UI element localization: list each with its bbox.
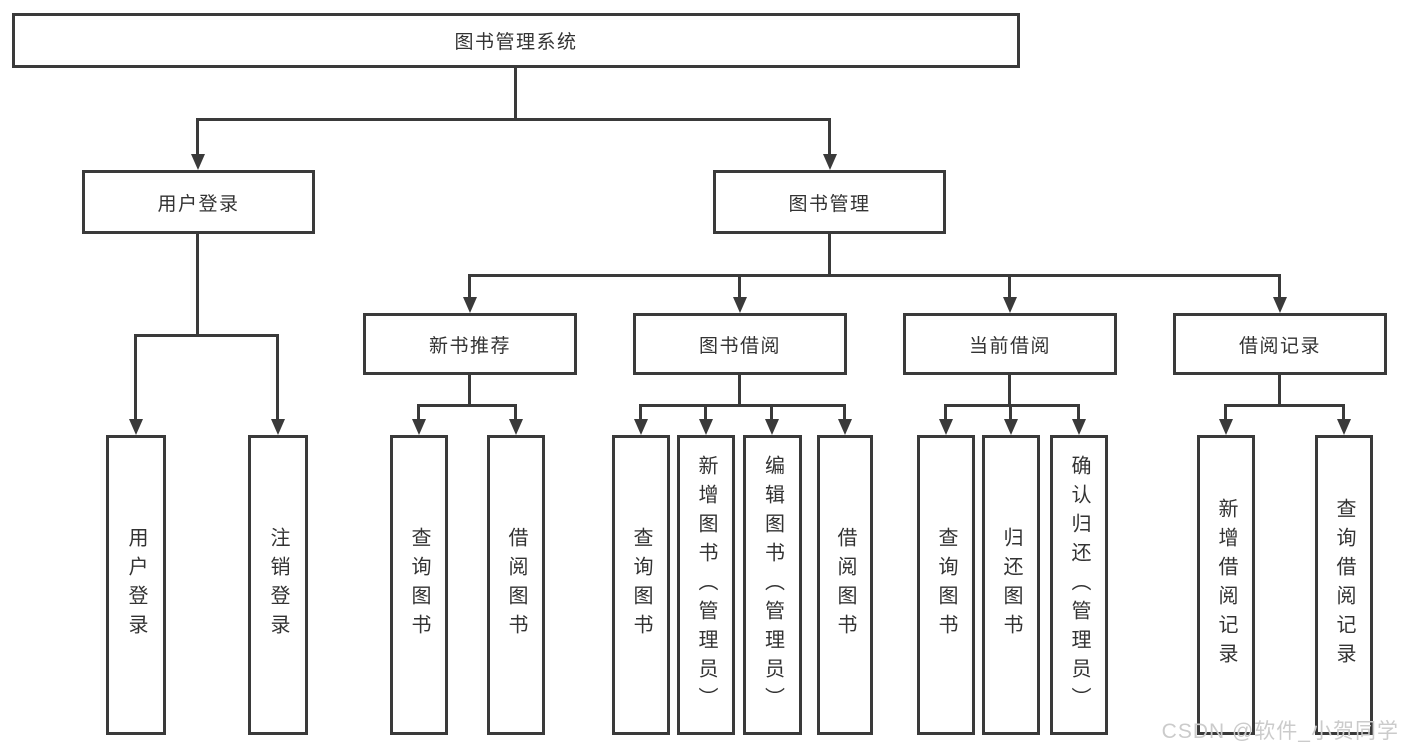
leaf-records-query-record: 查询借阅记录 [1315, 435, 1373, 735]
node-label: 图书管理系统 [454, 32, 578, 53]
leaf-recommend-query-books: 查询图书 [390, 435, 448, 735]
arrowhead-down-icon [699, 419, 713, 435]
csdn-watermark: CSDN @软件_小贺同学 [1161, 720, 1399, 743]
connector-line [1278, 375, 1281, 406]
connector-line [828, 234, 831, 276]
arrowhead-down-icon [634, 419, 648, 435]
arrowhead-down-icon [509, 419, 523, 435]
arrowhead-down-icon [823, 154, 837, 170]
arrowhead-down-icon [129, 419, 143, 435]
leaf-borrow-edit-books-admin: 编辑图书（管理员） [743, 435, 802, 735]
connector-line [1009, 406, 1012, 424]
node-book-borrow: 图书借阅 [633, 313, 847, 375]
connector-line [468, 276, 471, 301]
connector-line [639, 404, 846, 407]
connector-line [944, 404, 1080, 407]
connector-line [417, 406, 420, 424]
connector-line [468, 274, 1281, 277]
connector-line [196, 118, 831, 121]
node-current-borrow: 当前借阅 [903, 313, 1117, 375]
leaf-recommend-borrow-books: 借阅图书 [487, 435, 545, 735]
node-root: 图书管理系统 [12, 13, 1020, 68]
connector-line [843, 406, 846, 424]
node-label: 归还图书 [1000, 527, 1022, 643]
arrowhead-down-icon [1337, 419, 1351, 435]
connector-line [828, 120, 831, 158]
node-label: 当前借阅 [968, 335, 1051, 357]
node-label: 注销登录 [267, 527, 289, 643]
connector-line [1342, 406, 1345, 424]
node-label: 查询图书 [630, 527, 652, 643]
connector-line [738, 276, 741, 301]
node-label: 借阅记录 [1238, 335, 1321, 357]
arrowhead-down-icon [1004, 419, 1018, 435]
leaf-current-confirm-return-admin: 确认归还（管理员） [1050, 435, 1108, 735]
arrowhead-down-icon [733, 297, 747, 313]
arrowhead-down-icon [765, 419, 779, 435]
leaf-records-add-record: 新增借阅记录 [1197, 435, 1255, 735]
connector-line [738, 375, 741, 406]
connector-line [944, 406, 947, 424]
node-label: 确认归还（管理员） [1068, 454, 1090, 716]
node-label: 查询图书 [408, 527, 430, 643]
leaf-user-login: 用户登录 [106, 435, 166, 735]
connector-line [276, 336, 279, 423]
arrowhead-down-icon [191, 154, 205, 170]
arrowhead-down-icon [1003, 297, 1017, 313]
connector-line [196, 120, 199, 158]
connector-line [514, 68, 517, 120]
arrowhead-down-icon [939, 419, 953, 435]
node-new-book-recommend: 新书推荐 [363, 313, 577, 375]
node-label: 查询图书 [935, 527, 957, 643]
arrowhead-down-icon [1219, 419, 1233, 435]
node-label: 新书推荐 [428, 335, 511, 357]
connector-line [134, 336, 137, 423]
node-user-login: 用户登录 [82, 170, 315, 234]
leaf-current-query-books: 查询图书 [917, 435, 975, 735]
arrowhead-down-icon [1273, 297, 1287, 313]
node-label: 借阅图书 [834, 527, 856, 643]
node-label: 借阅图书 [505, 527, 527, 643]
connector-line [514, 406, 517, 424]
node-book-management: 图书管理 [713, 170, 946, 234]
connector-line [1224, 404, 1345, 407]
connector-line [134, 334, 279, 337]
node-label: 查询借阅记录 [1333, 498, 1355, 672]
node-label: 用户登录 [157, 193, 240, 215]
leaf-borrow-query-books: 查询图书 [612, 435, 670, 735]
connector-line [468, 375, 471, 406]
arrowhead-down-icon [838, 419, 852, 435]
node-label: 编辑图书（管理员） [761, 454, 784, 716]
connector-line [196, 234, 199, 336]
connector-line [1077, 406, 1080, 424]
node-label: 图书借阅 [698, 335, 781, 357]
connector-line [639, 406, 642, 424]
connector-line [1278, 276, 1281, 301]
leaf-borrow-add-books-admin: 新增图书（管理员） [677, 435, 735, 735]
connector-line [1008, 375, 1011, 406]
node-label: 图书管理 [788, 193, 871, 215]
node-borrow-records: 借阅记录 [1173, 313, 1387, 375]
connector-line [770, 406, 773, 424]
leaf-logout: 注销登录 [248, 435, 308, 735]
leaf-borrow-borrow-books: 借阅图书 [817, 435, 873, 735]
arrowhead-down-icon [412, 419, 426, 435]
node-label: 新增借阅记录 [1215, 498, 1237, 672]
node-label: 用户登录 [125, 527, 147, 643]
arrowhead-down-icon [463, 297, 477, 313]
connector-line [704, 406, 707, 424]
node-label: 新增图书（管理员） [695, 454, 717, 716]
connector-line [1224, 406, 1227, 424]
leaf-current-return-books: 归还图书 [982, 435, 1040, 735]
connector-line [1008, 276, 1011, 301]
connector-line [417, 404, 517, 407]
arrowhead-down-icon [271, 419, 285, 435]
arrowhead-down-icon [1072, 419, 1086, 435]
